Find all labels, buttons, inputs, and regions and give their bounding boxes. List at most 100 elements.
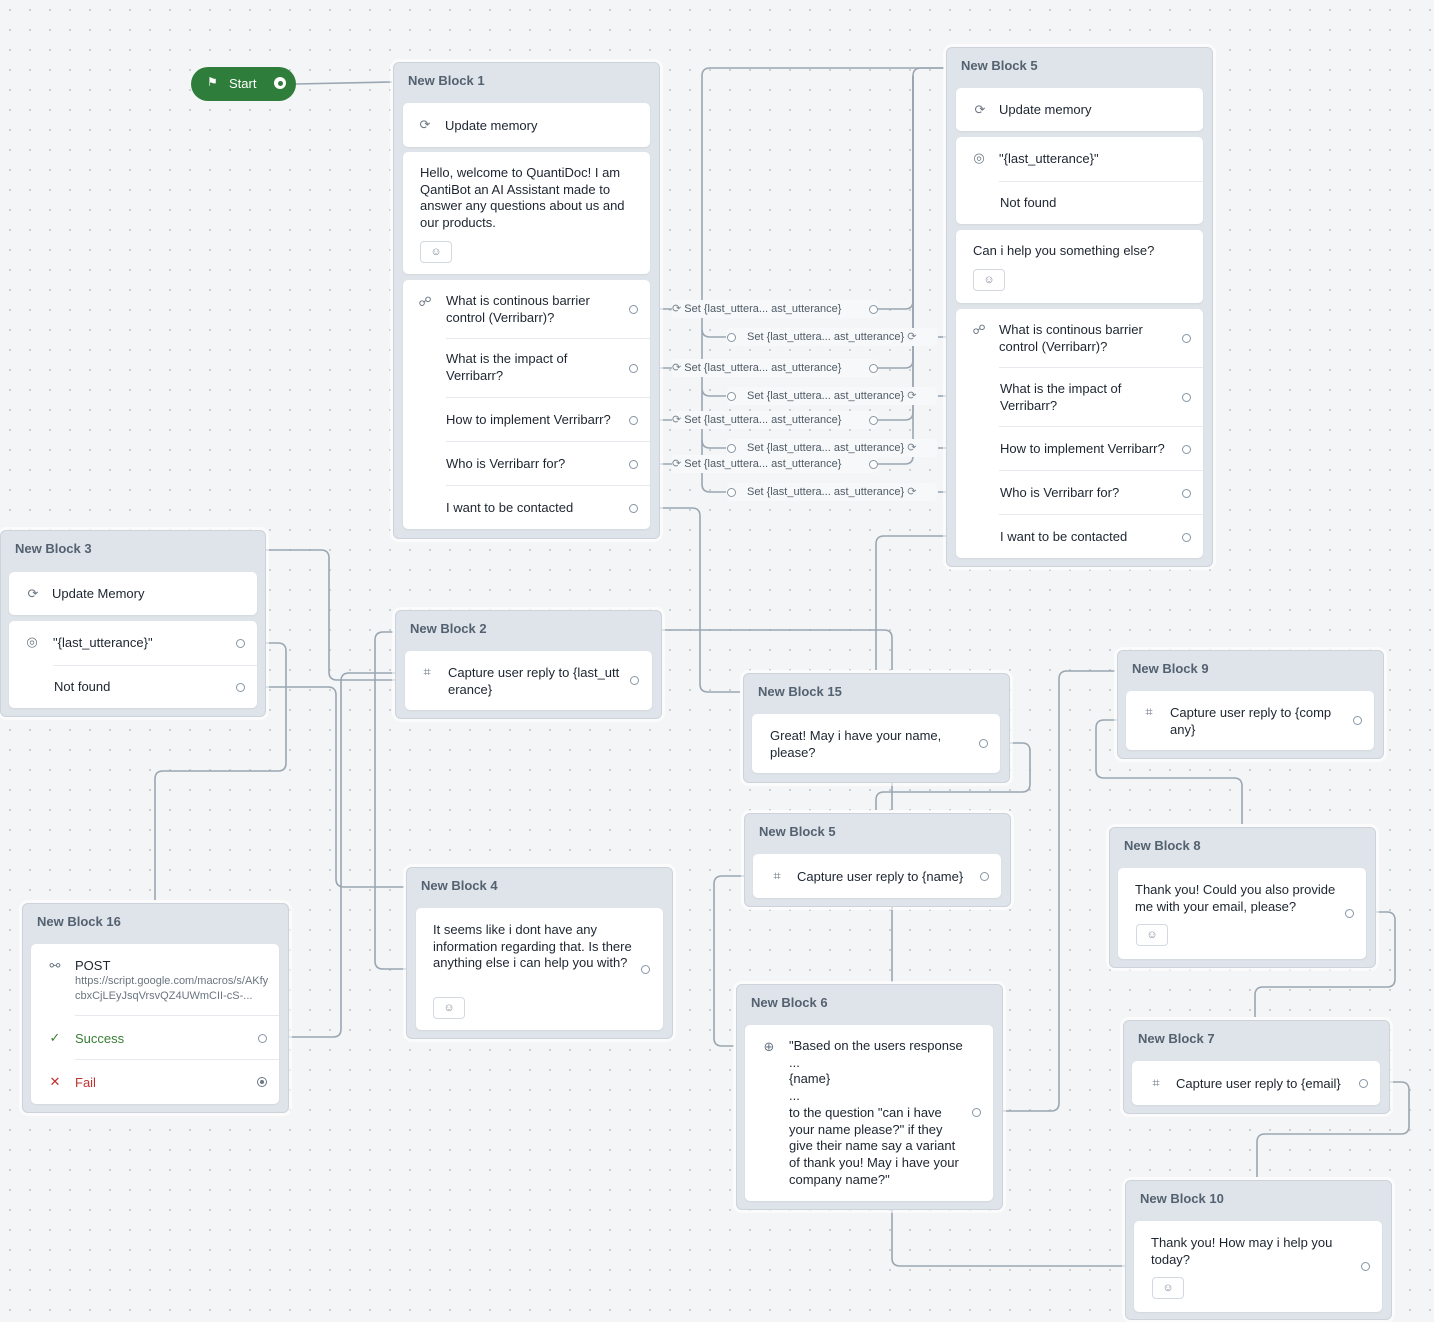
choice-5[interactable]: I want to be contacted: [1000, 529, 1128, 544]
memory-update-icon: ⟳: [27, 586, 39, 601]
block-new-block-1[interactable]: New Block 1 ⟳ Update memory Hello, welco…: [393, 62, 660, 539]
condition-value: "{last_utterance}": [53, 635, 153, 650]
capture-step[interactable]: ⌗ Capture user reply to {last_utterance}: [405, 651, 652, 710]
set-variable-pill-2[interactable]: ⟳ Set {last_uttera... ast_utterance}: [672, 359, 878, 377]
success-port[interactable]: [258, 1034, 267, 1043]
choice-5-port[interactable]: [629, 504, 638, 513]
block-new-block-15[interactable]: New Block 15 Great! May i have your name…: [743, 673, 1010, 783]
choice-1[interactable]: What is continous barrier control (Verri…: [999, 322, 1143, 354]
block-new-block-5-middle[interactable]: New Block 5 ⌗ Capture user reply to {nam…: [744, 813, 1011, 907]
message-step[interactable]: Thank you! How may i help you today? ☺: [1134, 1221, 1382, 1312]
message-step[interactable]: Can i help you something else? ☺: [956, 230, 1203, 303]
message-step[interactable]: Thank you! Could you also provide me wit…: [1118, 868, 1366, 959]
choice-5-port[interactable]: [1182, 533, 1191, 542]
message-port[interactable]: [1345, 909, 1354, 918]
set-pill-2-port[interactable]: [869, 364, 878, 373]
choice-1[interactable]: What is continous barrier control (Verri…: [446, 293, 590, 325]
update-memory-step[interactable]: ⟳ Update memory: [956, 88, 1203, 131]
set-variable-pill-1[interactable]: ⟳ Set {last_uttera... ast_utterance}: [672, 300, 878, 318]
message-text: Thank you! How may i help you today?: [1151, 1235, 1333, 1267]
condition-step[interactable]: ◎ "{last_utterance}" Not found: [956, 137, 1203, 224]
set-pill-6-port[interactable]: [727, 392, 736, 401]
message-step[interactable]: Hello, welcome to QuantiDoc! I am QantiB…: [403, 152, 650, 274]
block-new-block-7[interactable]: New Block 7 ⌗ Capture user reply to {ema…: [1123, 1020, 1390, 1114]
choice-2[interactable]: What is the impact of Verribarr?: [446, 351, 568, 383]
emoji-icon[interactable]: ☺: [973, 269, 1005, 291]
block-new-block-10[interactable]: New Block 10 Thank you! How may i help y…: [1125, 1180, 1392, 1320]
choice-4-port[interactable]: [629, 460, 638, 469]
message-step[interactable]: It seems like i dont have any informatio…: [416, 908, 663, 1030]
start-port[interactable]: [274, 77, 286, 89]
flag-icon: ⚑: [207, 75, 218, 89]
choice-1-port[interactable]: [629, 305, 638, 314]
choice-2-port[interactable]: [629, 364, 638, 373]
message-port[interactable]: [1361, 1262, 1370, 1271]
emoji-icon[interactable]: ☺: [1136, 924, 1168, 946]
block-new-block-16[interactable]: New Block 16 ⚯ POST https://script.googl…: [22, 903, 289, 1113]
capture-step[interactable]: ⌗ Capture user reply to {email}: [1132, 1061, 1380, 1105]
block-new-block-9[interactable]: New Block 9 ⌗ Capture user reply to {com…: [1117, 650, 1384, 759]
start-node[interactable]: ⚑ Start: [191, 67, 296, 101]
block-new-block-2[interactable]: New Block 2 ⌗ Capture user reply to {las…: [395, 610, 662, 719]
set-pill-7-port[interactable]: [727, 444, 736, 453]
block-title: New Block 15: [758, 684, 842, 699]
fail-port[interactable]: [257, 1077, 267, 1087]
update-memory-step[interactable]: ⟳ Update Memory: [9, 572, 257, 615]
capture-port[interactable]: [630, 676, 639, 685]
choice-1-port[interactable]: [1182, 334, 1191, 343]
set-variable-pill-3[interactable]: ⟳ Set {last_uttera... ast_utterance}: [672, 411, 878, 429]
wire-b3-notfound-b4: [242, 686, 404, 888]
set-variable-pill-6[interactable]: Set {last_uttera... ast_utterance} ⟳: [727, 387, 937, 405]
capture-port[interactable]: [1359, 1079, 1368, 1088]
emoji-icon[interactable]: ☺: [433, 997, 465, 1019]
set-variable-pill-4[interactable]: ⟳ Set {last_uttera... ast_utterance}: [672, 455, 878, 473]
set-pill-3-port[interactable]: [869, 416, 878, 425]
set-variable-pill-5[interactable]: Set {last_uttera... ast_utterance} ⟳: [727, 328, 937, 346]
choice-3[interactable]: How to implement Verribarr?: [446, 412, 611, 427]
choice-5[interactable]: I want to be contacted: [446, 500, 574, 515]
set-variable-pill-7[interactable]: Set {last_uttera... ast_utterance} ⟳: [727, 439, 937, 457]
ai-response-step[interactable]: ⊕ "Based on the users response ... {name…: [745, 1025, 993, 1201]
set-pill-4-port[interactable]: [869, 460, 878, 469]
set-pill-5-port[interactable]: [727, 333, 736, 342]
choice-3[interactable]: How to implement Verribarr?: [1000, 441, 1165, 456]
message-step[interactable]: Great! May i have your name, please?: [752, 714, 1000, 773]
ai-response-port[interactable]: [972, 1108, 981, 1117]
choice-2-port[interactable]: [1182, 393, 1191, 402]
capture-port[interactable]: [1353, 716, 1362, 725]
emoji-icon[interactable]: ☺: [1152, 1277, 1184, 1299]
set-pill-8-port[interactable]: [727, 488, 736, 497]
wire-set-to-b5-2: [876, 76, 914, 369]
choice-3-port[interactable]: [1182, 445, 1191, 454]
not-found-port[interactable]: [236, 683, 245, 692]
condition-step[interactable]: ◎ "{last_utterance}" Not found: [9, 621, 257, 708]
capture-label: Capture user reply to {last_utterance}: [448, 665, 620, 697]
choice-3-port[interactable]: [629, 416, 638, 425]
block-new-block-5-top[interactable]: New Block 5 ⟳ Update memory ◎ "{last_utt…: [946, 47, 1213, 567]
api-step[interactable]: ⚯ POST https://script.google.com/macros/…: [31, 944, 279, 1104]
capture-step[interactable]: ⌗ Capture user reply to {company}: [1126, 691, 1374, 750]
block-new-block-4[interactable]: New Block 4 It seems like i dont have an…: [406, 867, 673, 1039]
memory-update-icon: ⟳: [672, 414, 685, 426]
update-memory-step[interactable]: ⟳ Update memory: [403, 103, 650, 147]
choice-2[interactable]: What is the impact of Verribarr?: [1000, 381, 1122, 413]
set-variable-pill-8[interactable]: Set {last_uttera... ast_utterance} ⟳: [727, 483, 937, 501]
choice-step[interactable]: ☍ What is continous barrier control (Ver…: [956, 309, 1203, 558]
capture-step[interactable]: ⌗ Capture user reply to {name}: [753, 854, 1001, 898]
block-new-block-3[interactable]: New Block 3 ⟳ Update Memory ◎ "{last_utt…: [0, 530, 266, 717]
condition-port[interactable]: [236, 639, 245, 648]
message-port[interactable]: [641, 965, 650, 974]
block-new-block-6[interactable]: New Block 6 ⊕ "Based on the users respon…: [736, 984, 1003, 1210]
emoji-icon[interactable]: ☺: [420, 241, 452, 263]
choice-4[interactable]: Who is Verribarr for?: [1000, 485, 1120, 500]
capture-icon: ⌗: [1145, 704, 1153, 719]
message-port[interactable]: [979, 739, 988, 748]
capture-port[interactable]: [980, 872, 989, 881]
choice-4[interactable]: Who is Verribarr for?: [446, 456, 566, 471]
set-pill-1-port[interactable]: [869, 305, 878, 314]
block-new-block-8[interactable]: New Block 8 Thank you! Could you also pr…: [1109, 827, 1376, 968]
block-title: New Block 2: [410, 621, 487, 636]
choice-4-port[interactable]: [1182, 489, 1191, 498]
condition-icon: ◎: [973, 150, 985, 165]
choice-step[interactable]: ☍ What is continous barrier control (Ver…: [403, 280, 650, 529]
